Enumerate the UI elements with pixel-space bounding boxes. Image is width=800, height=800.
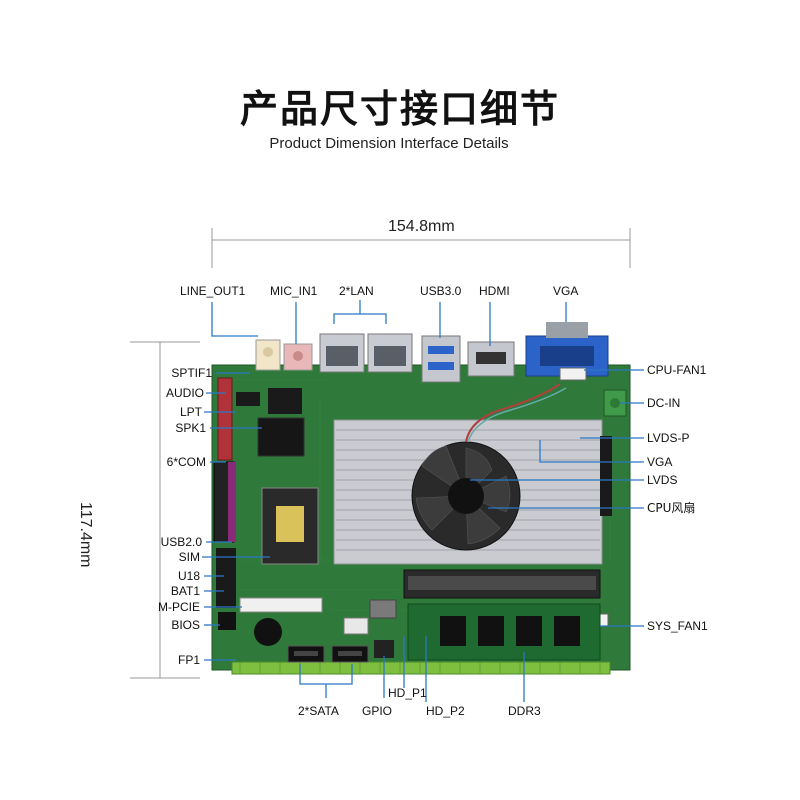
lvds-connector	[600, 436, 612, 516]
label-cpu-fan1: CPU-FAN1	[647, 363, 707, 377]
label-sptif1: SPTIF1	[171, 366, 212, 380]
label-hd-p1: HD_P1	[388, 686, 427, 700]
cpu-fan	[411, 441, 521, 551]
label-6-com: 6*COM	[166, 455, 206, 469]
superio-chip	[257, 417, 305, 457]
mic-in-jack	[283, 343, 313, 371]
label-gpio: GPIO	[362, 704, 393, 718]
label-audio: AUDIO	[165, 386, 204, 400]
page-subtitle: Product Dimension Interface Details	[269, 135, 509, 152]
label-lvds-p: LVDS-P	[647, 431, 690, 445]
label-m-pcie: M-PCIE	[158, 600, 200, 614]
label-lpt: LPT	[179, 405, 202, 419]
label-lvds: LVDS	[647, 473, 678, 487]
com-header	[213, 461, 236, 543]
label-cpu-fan-cn: CPU风扇	[647, 501, 696, 515]
width-dimension: 154.8mm	[388, 218, 455, 235]
label-dc-in: DC-IN	[647, 396, 681, 410]
m-pcie-slot	[239, 597, 323, 613]
sata-port-2	[331, 645, 369, 663]
label-u18: U18	[177, 569, 200, 583]
buzzer	[254, 618, 282, 646]
label-hd-p2: HD_P2	[426, 704, 465, 718]
label-usb3: USB3.0	[420, 284, 462, 298]
misc-headers	[216, 392, 260, 608]
label-vga-top: VGA	[553, 284, 579, 298]
label-sim: SIM	[178, 550, 200, 564]
hdmi-port	[467, 341, 515, 377]
label-line-out1: LINE_OUT1	[180, 284, 246, 298]
label-vga-right: VGA	[647, 455, 673, 469]
usb3-port	[421, 335, 461, 383]
fan-cable	[465, 383, 561, 443]
label-ddr3: DDR3	[508, 704, 541, 718]
lan-port-2	[367, 333, 413, 373]
label-spk1: SPK1	[175, 421, 206, 435]
label-hdmi: HDMI	[479, 284, 510, 298]
line-out-jack	[255, 339, 281, 371]
ddr3-slot	[403, 569, 601, 661]
page-title: 产品尺寸接口细节	[239, 87, 560, 131]
label-2-lan: 2*LAN	[339, 284, 374, 298]
label-usb2: USB2.0	[160, 535, 202, 549]
height-dimension: 117.4mm	[77, 502, 94, 568]
bios-chip	[218, 612, 236, 630]
audio-lpt-header	[217, 377, 233, 461]
label-sys-fan1: SYS_FAN1	[647, 619, 708, 633]
sata-port-1	[287, 645, 325, 663]
sim-slot	[261, 487, 319, 565]
label-bios: BIOS	[171, 618, 200, 632]
audio-chip	[268, 388, 302, 414]
height-dimension-line	[130, 341, 200, 679]
label-bat1: BAT1	[170, 584, 200, 598]
callout-lines	[202, 300, 644, 702]
hd-headers	[343, 599, 397, 635]
width-dimension-line	[211, 228, 631, 268]
lan-port-1	[319, 333, 365, 373]
gpio-header	[374, 640, 394, 658]
label-2-sata: 2*SATA	[298, 704, 339, 718]
label-mic-in1: MIC_IN1	[270, 284, 318, 298]
label-fp1: FP1	[177, 653, 200, 667]
cpu-fan-header	[559, 367, 587, 381]
